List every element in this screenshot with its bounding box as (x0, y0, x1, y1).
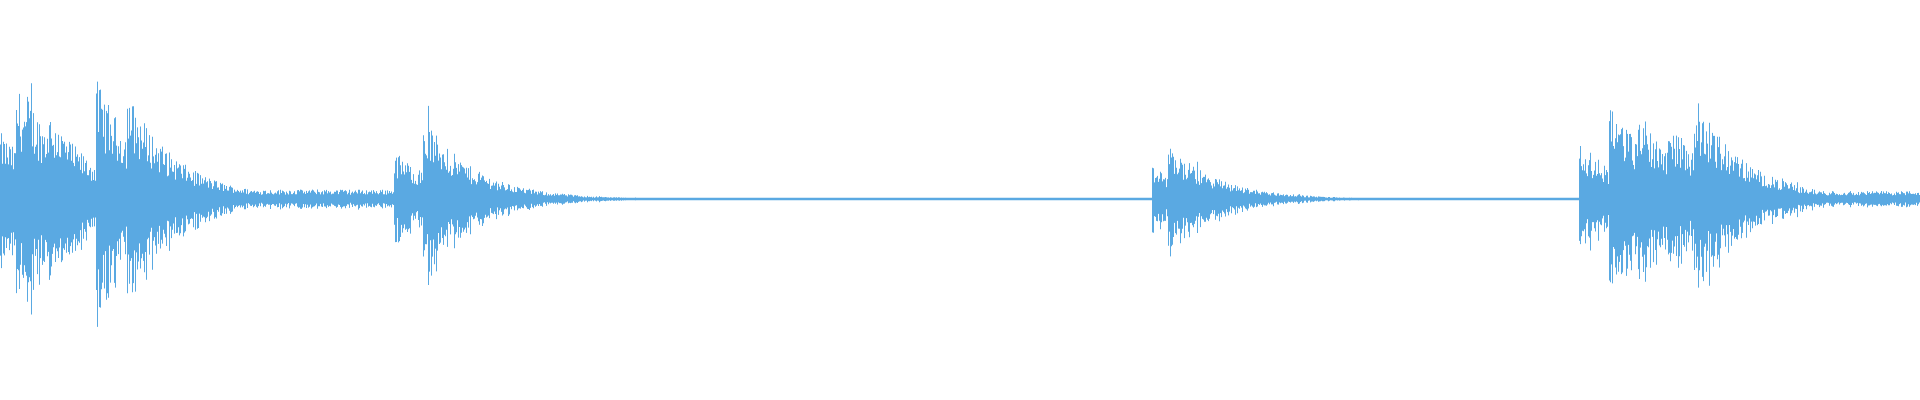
waveform-samples (0, 81, 1920, 327)
